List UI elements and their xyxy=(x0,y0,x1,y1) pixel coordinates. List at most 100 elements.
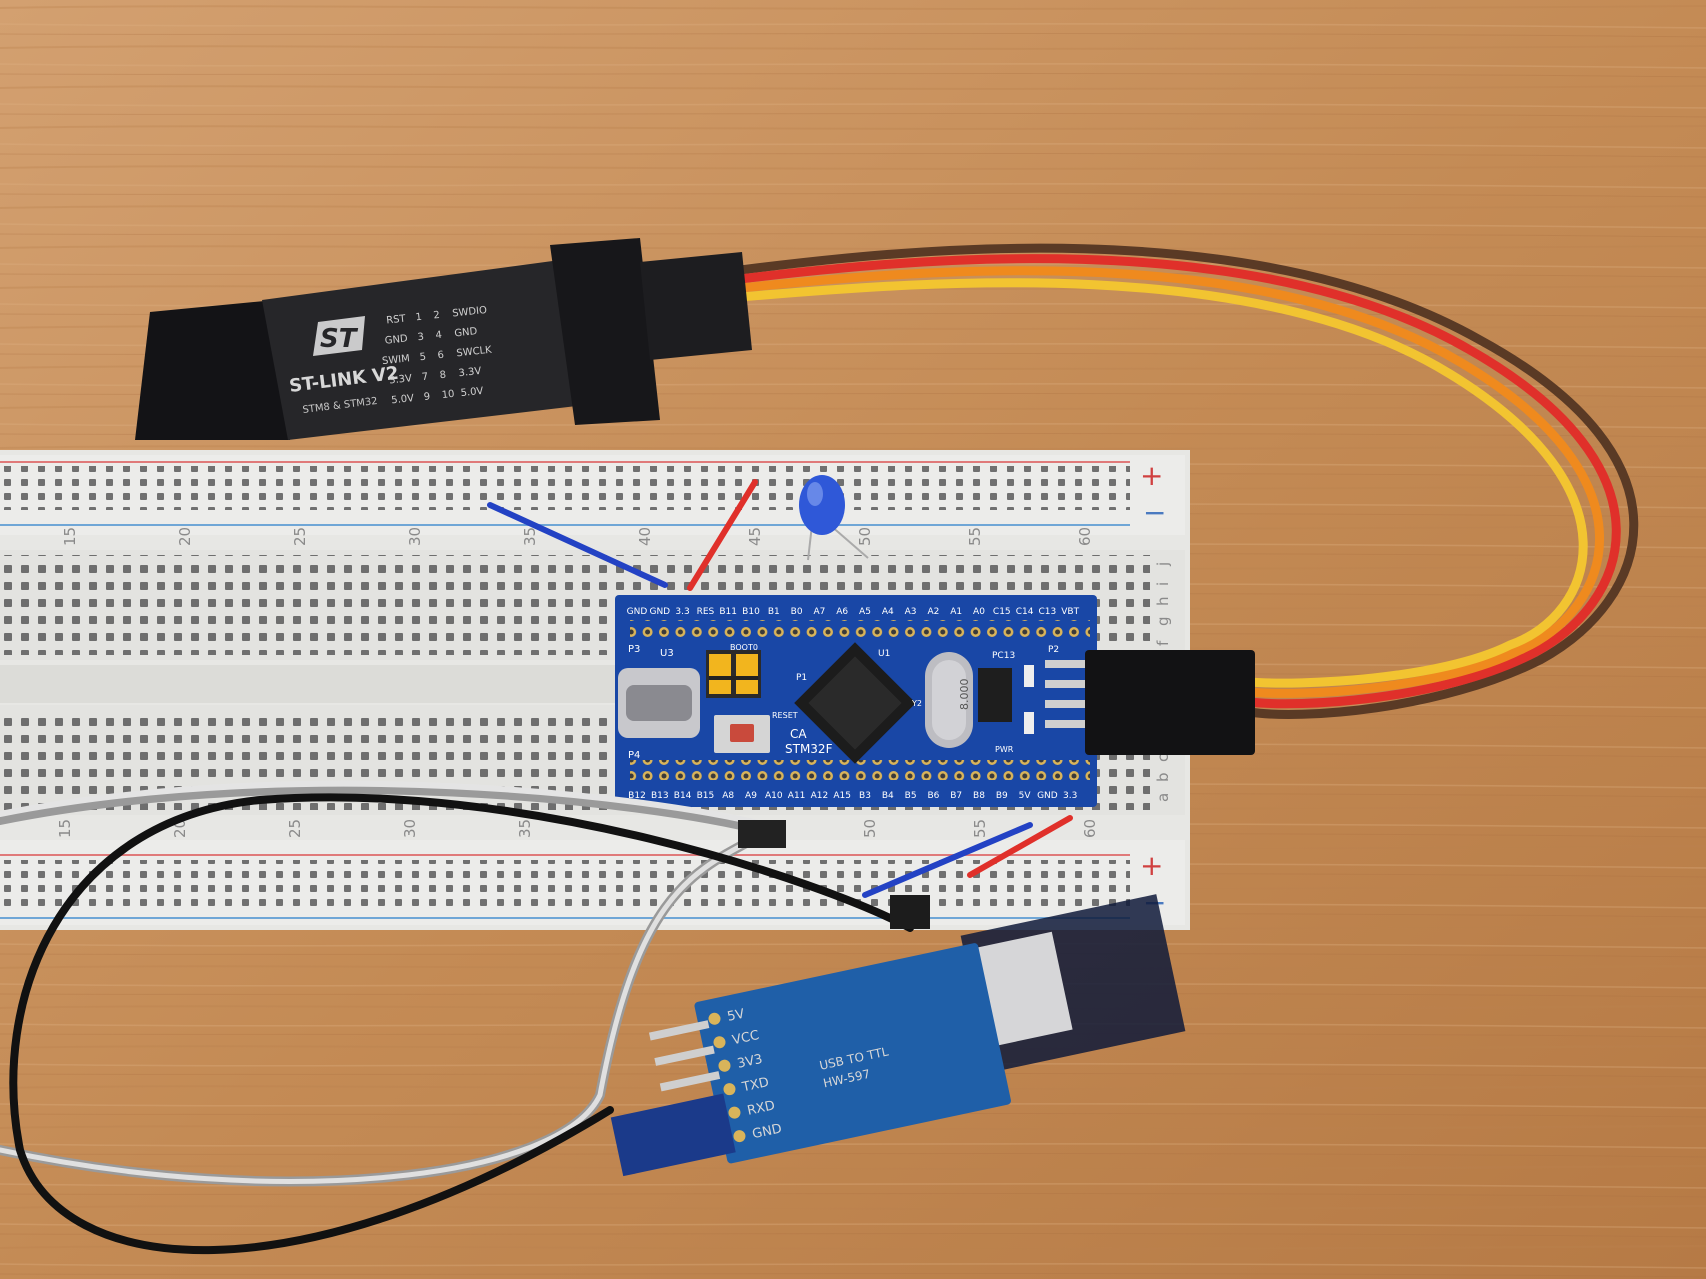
pcb-top-pin-label: A3 xyxy=(905,607,917,617)
stlink-pin-number: 10 xyxy=(441,389,455,401)
stlink-pin-number: 1 xyxy=(415,312,422,324)
breadboard-row-letter: g xyxy=(1154,616,1172,626)
breadboard-column-number: 55 xyxy=(971,819,989,838)
pcb-bottom-pin-label: A9 xyxy=(745,791,757,801)
breadboard-column-number: 15 xyxy=(56,819,74,838)
breadboard-column-number: 45 xyxy=(746,527,764,546)
ttl-pin-label: TXD xyxy=(740,1075,770,1095)
breadboard-row-letter: h xyxy=(1154,596,1172,606)
pcb-top-pin-label: GND xyxy=(649,607,670,617)
pcb-bottom-pin-label: 3.3 xyxy=(1063,791,1077,801)
pcb-top-pin-label: C13 xyxy=(1039,607,1057,617)
pc13-led xyxy=(1024,665,1034,687)
ttl-pin-pad xyxy=(713,1036,726,1049)
label-u3: U3 xyxy=(660,648,674,659)
pcb-top-pin-label: 3.3 xyxy=(675,607,689,617)
crystal-oscillator xyxy=(925,652,973,748)
breadboard-row-letter: a xyxy=(1154,793,1172,802)
breadboard-column-number: 25 xyxy=(286,819,304,838)
pcb-top-pin-label: A6 xyxy=(836,607,848,617)
ttl-pin-label: 5V xyxy=(726,1007,746,1025)
swd-dupont-housing xyxy=(1085,650,1255,755)
breadboard-row-letter: i xyxy=(1154,582,1172,586)
pcb-top-pin-label: A4 xyxy=(882,607,894,617)
ttl-pin-pad xyxy=(708,1012,721,1025)
pcb-bottom-pin-label: B7 xyxy=(950,791,962,801)
label-p4: P4 xyxy=(628,750,640,761)
pcb-top-pin-label: B1 xyxy=(768,607,780,617)
label-p2: P2 xyxy=(1048,645,1059,655)
stlink-pin-left-label: 5.0V xyxy=(391,393,415,406)
pcb-top-pin-label: B11 xyxy=(719,607,737,617)
stlink-pin-left-label: SWIM xyxy=(382,353,411,367)
pcb-top-pin-label: A5 xyxy=(859,607,871,617)
rail-minus-top: − xyxy=(1143,496,1166,529)
label-y2: Y2 xyxy=(911,699,922,708)
reset-button xyxy=(714,715,770,753)
pcb-top-pin-label: C14 xyxy=(1016,607,1034,617)
pcb-bottom-pin-label: A11 xyxy=(788,791,806,801)
stlink-pin-number: 7 xyxy=(421,371,428,383)
pcb-top-pin-label: B0 xyxy=(791,607,803,617)
pcb-bottom-pin-label: B12 xyxy=(628,791,646,801)
ttl-pin-label: VCC xyxy=(731,1028,761,1048)
pcb-bottom-pin-label: A10 xyxy=(765,791,783,801)
stlink-pin-left-label: 3.3V xyxy=(389,373,413,386)
swd-header-pins xyxy=(1045,660,1085,728)
breadboard-column-number: 35 xyxy=(521,527,539,546)
stlink-pin-number: 8 xyxy=(439,370,446,382)
ttl-dupont-housing xyxy=(610,1093,736,1177)
breadboard-column-number: 30 xyxy=(406,527,424,546)
stlink-pin-number: 6 xyxy=(437,350,444,362)
pcb-bottom-pin-label: A12 xyxy=(811,791,829,801)
breadboard-row-letter: b xyxy=(1154,772,1172,782)
power-led xyxy=(1024,712,1034,734)
ttl-pin-pad xyxy=(733,1130,746,1143)
breadboard-row-letter: f xyxy=(1154,640,1172,646)
pcb-bottom-pin-label: B3 xyxy=(859,791,871,801)
ttl-pin-label: 3V3 xyxy=(736,1052,764,1072)
pcb-top-pin-label: A0 xyxy=(973,607,985,617)
label-pwr: PWR xyxy=(995,745,1014,754)
stlink-pin-right-label: 3.3V xyxy=(458,366,482,379)
breadboard-column-number: 15 xyxy=(61,527,79,546)
breadboard-column-number: 50 xyxy=(861,819,879,838)
pcb-bottom-pin-label: A8 xyxy=(722,791,734,801)
pcb-top-pin-label: GND xyxy=(627,607,648,617)
stlink-pin-number: 9 xyxy=(423,391,430,403)
stlink-pin-right-label: GND xyxy=(454,326,478,339)
pcb-bottom-pin-label: B9 xyxy=(996,791,1008,801)
label-reset: RESET xyxy=(772,711,798,720)
stlink-pin-right-label: 5.0V xyxy=(460,386,484,399)
pcb-bottom-pin-label: B8 xyxy=(973,791,985,801)
stlink-pin-right-label: SWDIO xyxy=(452,305,488,320)
pcb-top-pin-label: A2 xyxy=(927,607,939,617)
ttl-pin-header xyxy=(648,1020,721,1092)
breadboard-column-number: 40 xyxy=(636,527,654,546)
label-pc13: PC13 xyxy=(992,651,1015,661)
label-ca: CA xyxy=(790,727,807,741)
stlink-pin-left-label: GND xyxy=(384,333,408,346)
pcb-top-pin-label: RES xyxy=(697,607,715,617)
rail-plus-top: + xyxy=(1140,459,1163,492)
boot-jumpers xyxy=(706,650,761,698)
breadboard-column-number: 60 xyxy=(1081,819,1099,838)
usb-c-connector xyxy=(618,668,700,738)
st-logo-text: ST xyxy=(320,324,359,354)
ttl-pin-label: GND xyxy=(751,1121,783,1142)
st-logo: ST xyxy=(313,316,365,356)
dupont-connector-black xyxy=(890,895,930,929)
swd-ribbon-cable xyxy=(735,243,1639,719)
bottom-pin-header xyxy=(630,760,1090,780)
ttl-pin-pad xyxy=(718,1059,731,1072)
pcb-bottom-pin-label: B5 xyxy=(905,791,917,801)
